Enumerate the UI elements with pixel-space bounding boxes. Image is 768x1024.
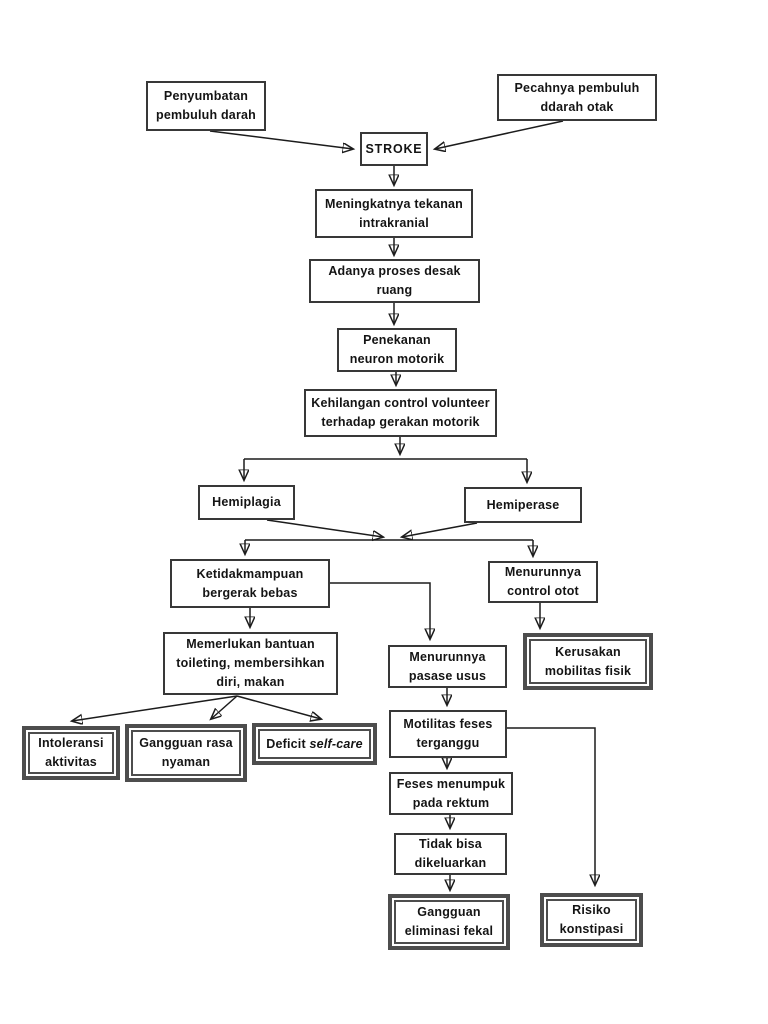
- node-kehilangan-control-volunteer: Kehilangan control volunteer terhadap ge…: [304, 389, 497, 437]
- node-label: Meningkatnya tekanan intrakranial: [324, 196, 464, 230]
- node-label-italic: self-care: [309, 736, 363, 751]
- node-label-prefix: Deficit: [266, 736, 310, 751]
- node-feses-menumpuk-pada-rektum: Feses menumpuk pada rektum: [389, 772, 513, 815]
- node-stroke: STROKE: [360, 132, 428, 166]
- arrow-motilitas-to-risiko: [507, 727, 595, 885]
- arrow-pecahnya-to-stroke: [435, 120, 564, 149]
- arrow-ketidakmampuan-to-pasase: [330, 582, 430, 639]
- node-menurunnya-pasase-usus: Menurunnya pasase usus: [388, 645, 507, 688]
- node-hemiperase: Hemiperase: [464, 487, 582, 523]
- node-inner-frame: Gangguan eliminasi fekal: [394, 900, 504, 944]
- node-label: Hemiperase: [486, 497, 560, 512]
- node-label: Penekanan neuron motorik: [349, 333, 445, 366]
- node-label: Hemiplagia: [212, 495, 281, 510]
- node-label: Tidak bisa dikeluarkan: [414, 837, 487, 870]
- node-inner-frame: Kerusakan mobilitas fisik: [529, 639, 647, 684]
- arrow-memerlukan-to-deficit: [236, 695, 321, 719]
- node-label: Risiko konstipasi: [559, 903, 624, 936]
- node-inner-frame: Intoleransi aktivitas: [28, 732, 114, 774]
- node-label: Penyumbatan pembuluh darah: [155, 89, 257, 122]
- node-menurunnya-control-otot: Menurunnya control otot: [488, 561, 598, 603]
- arrow-penyumbatan-to-stroke: [209, 130, 353, 149]
- node-label: Kehilangan control volunteer terhadap ge…: [311, 396, 490, 429]
- node-label: Gangguan rasa nyaman: [139, 736, 233, 769]
- node-label: Motilitas feses terganggu: [403, 717, 493, 750]
- node-risiko-konstipasi: Risiko konstipasi: [540, 893, 643, 947]
- node-inner-frame: Gangguan rasa nyaman: [131, 730, 241, 776]
- node-label: Memerlukan bantuan toileting, membersihk…: [176, 637, 325, 689]
- arrow-memerlukan-to-intoleransi: [72, 695, 238, 721]
- node-label: Intoleransi aktivitas: [38, 736, 104, 769]
- node-memerlukan-bantuan-toileting: Memerlukan bantuan toileting, membersihk…: [163, 632, 338, 695]
- node-motilitas-feses-terganggu: Motilitas feses terganggu: [389, 710, 507, 758]
- arrow-hemiplagia-to-junction: [266, 519, 383, 537]
- node-deficit-self-care: Deficit self-care: [252, 723, 377, 765]
- node-hemiplagia: Hemiplagia: [198, 485, 295, 520]
- node-meningkatnya-tekanan-intrakranial: Meningkatnya tekanan intrakranial: [315, 189, 473, 238]
- node-label: Adanya proses desak ruang: [328, 264, 461, 297]
- node-label: Feses menumpuk pada rektum: [396, 776, 506, 810]
- node-pecahnya-pembuluh-darah-otak: Pecahnya pembuluh ddarah otak: [497, 74, 657, 121]
- arrow-memerlukan-to-rasa-nyaman: [211, 695, 238, 719]
- node-tidak-bisa-dikeluarkan: Tidak bisa dikeluarkan: [394, 833, 507, 875]
- node-penyumbatan-pembuluh-darah: Penyumbatan pembuluh darah: [146, 81, 266, 131]
- node-label: Pecahnya pembuluh ddarah otak: [514, 80, 640, 114]
- node-kerusakan-mobilitas-fisik: Kerusakan mobilitas fisik: [523, 633, 653, 690]
- node-label: STROKE: [365, 141, 423, 156]
- node-gangguan-rasa-nyaman: Gangguan rasa nyaman: [125, 724, 247, 782]
- node-ketidakmampuan-bergerak-bebas: Ketidakmampuan bergerak bebas: [170, 559, 330, 608]
- arrow-hemiperase-to-junction: [402, 522, 478, 537]
- node-adanya-proses-desak-ruang: Adanya proses desak ruang: [309, 259, 480, 303]
- node-gangguan-eliminasi-fekal: Gangguan eliminasi fekal: [388, 894, 510, 950]
- node-label: Kerusakan mobilitas fisik: [544, 644, 632, 678]
- node-label: Menurunnya control otot: [504, 565, 582, 598]
- node-penekanan-neuron-motorik: Penekanan neuron motorik: [337, 328, 457, 372]
- node-label: Ketidakmampuan bergerak bebas: [196, 566, 304, 600]
- node-label: Menurunnya pasase usus: [408, 649, 487, 683]
- node-label: Deficit self-care: [262, 735, 367, 754]
- node-inner-frame: Risiko konstipasi: [546, 899, 637, 941]
- node-label: Gangguan eliminasi fekal: [404, 905, 494, 938]
- node-inner-frame: Deficit self-care: [258, 729, 371, 759]
- node-intoleransi-aktivitas: Intoleransi aktivitas: [22, 726, 120, 780]
